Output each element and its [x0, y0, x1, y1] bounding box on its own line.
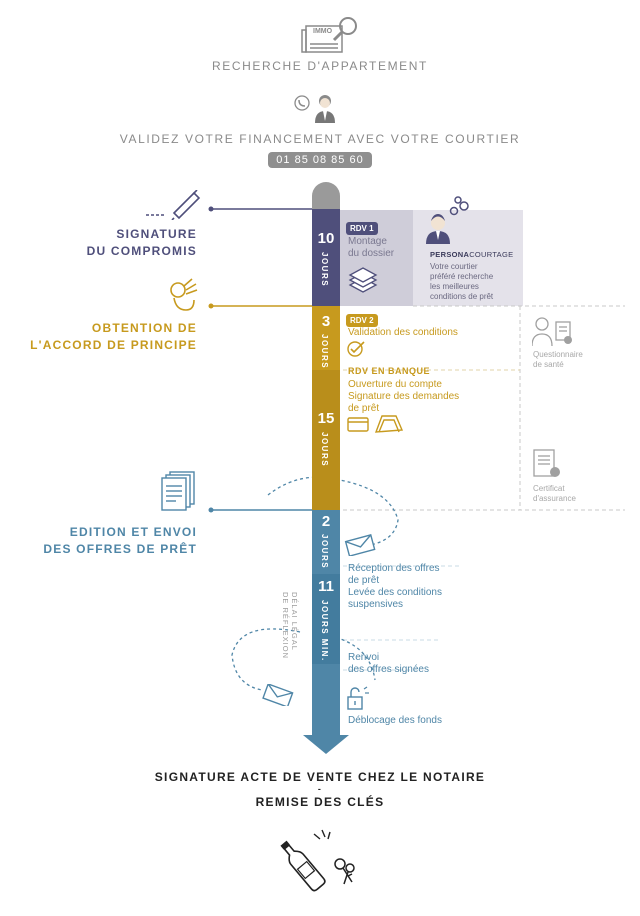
- segment-11-number: 11: [318, 578, 334, 595]
- courtier-panel: [413, 210, 523, 306]
- questionnaire-icon: [532, 317, 572, 347]
- certificate-icon: [533, 449, 560, 477]
- documents-icon: [161, 471, 195, 511]
- segment-10-number: 10: [317, 230, 335, 247]
- champagne-keys-icon: [280, 829, 355, 892]
- deblocage-fonds-text: Déblocage des fonds: [348, 715, 442, 726]
- final-remise-cles: REMISE DES CLÉS: [255, 795, 385, 809]
- segment-3-number: 3: [321, 313, 331, 330]
- envelope-icon-reception: [344, 534, 376, 556]
- phone-number-badge[interactable]: 01 85 08 85 60: [268, 152, 372, 168]
- timeline-bar: [303, 182, 349, 754]
- check-circle-icon: [347, 341, 365, 357]
- envelope-icon-renvoi: [262, 684, 294, 706]
- segment-15-unit: JOURS: [320, 432, 329, 468]
- search-title: RECHERCHE D'APPARTEMENT: [211, 59, 428, 73]
- card-and-cash-icon: [347, 415, 404, 433]
- final-dash: -: [317, 784, 323, 794]
- segment-2-unit: JOURS: [320, 534, 329, 570]
- segment-11-unit: JOURS MIN.: [320, 600, 329, 662]
- ok-hand-icon: [170, 278, 198, 311]
- segment-3-unit: JOURS: [320, 334, 329, 370]
- phone-courtier-icon: [294, 95, 335, 123]
- rdv-banque-title: RDV EN BANQUE: [348, 366, 431, 376]
- segment-15-number: 15: [317, 410, 335, 427]
- final-signature-acte: SIGNATURE ACTE DE VENTE CHEZ LE NOTAIRE: [154, 770, 486, 784]
- rdv1-badge: RDV 1: [346, 222, 378, 235]
- pen-icon: [171, 190, 201, 220]
- padlock-open-icon: [347, 686, 369, 710]
- newspaper-search-icon: [301, 17, 357, 53]
- financing-title: VALIDEZ VOTRE FINANCEMENT AVEC VOTRE COU…: [119, 132, 521, 146]
- segment-10-unit: JOURS: [320, 252, 329, 288]
- persona-courtage-brand: PERSONACOURTAGE: [430, 250, 514, 259]
- newspaper-tag: IMMO: [313, 28, 333, 35]
- rdv2-badge: RDV 2: [346, 314, 378, 327]
- rdv2-text: Validation des conditions: [348, 327, 458, 338]
- courtier-avatar-icon: [426, 196, 469, 244]
- segment-2-number: 2: [321, 513, 331, 530]
- paper-stack-icon: [348, 267, 378, 293]
